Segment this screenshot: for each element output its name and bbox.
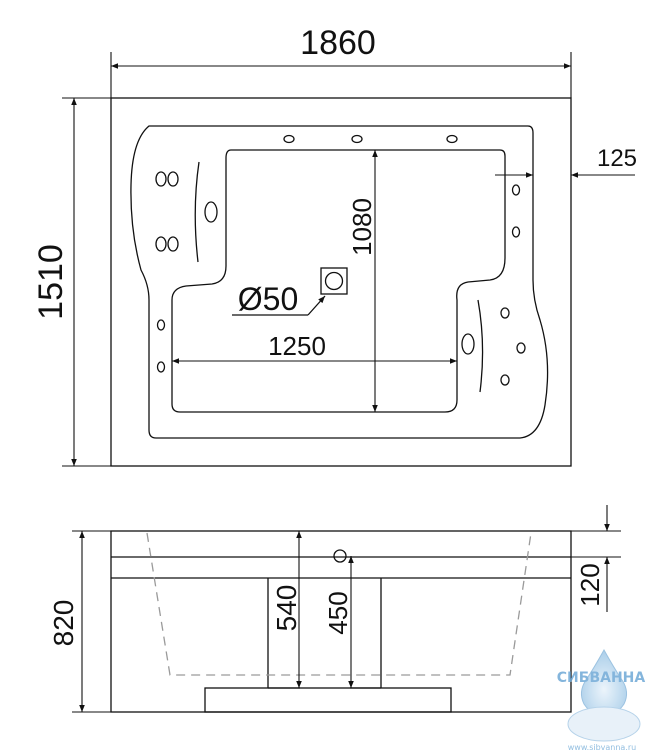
jet-left-pillow	[204, 201, 218, 223]
label-rim-height: 120	[575, 563, 605, 606]
jet-top-2	[351, 134, 363, 144]
jet-left-double-1b	[167, 171, 179, 187]
brand-watermark: СИБВАННА www.sibvanna.ru	[557, 648, 646, 752]
basin-outer-contour	[130, 125, 549, 439]
brand-url: www.sibvanna.ru	[568, 743, 637, 752]
jet-left-double-1a	[155, 171, 167, 187]
side-view-labels: 820 540 450 120	[48, 563, 605, 646]
jet-left-lower-1	[156, 319, 166, 331]
side-view-dimensions	[72, 505, 621, 713]
jet-top-1	[283, 134, 295, 144]
label-inner-width: 1080	[347, 198, 377, 256]
jet-left-double-2a	[155, 236, 167, 252]
jet-right-cluster-2	[516, 342, 526, 354]
left-headrest-curve	[194, 161, 200, 263]
jet-right-rim-2	[511, 226, 521, 238]
label-drain-height: 450	[323, 591, 353, 634]
label-depth-to-seat: 540	[271, 585, 302, 632]
jet-right-pillow	[461, 333, 475, 355]
basin-inner-contour	[171, 149, 506, 413]
side-view	[110, 530, 572, 713]
jet-right-cluster-3	[500, 374, 510, 386]
label-drain-diameter: Ø50	[238, 281, 298, 317]
brand-name: СИБВАННА	[557, 670, 646, 686]
label-rim-width: 125	[597, 145, 637, 172]
side-seat-block-right	[350, 578, 382, 689]
side-seat-block-left	[267, 578, 300, 689]
label-overall-height: 820	[48, 600, 79, 647]
top-view	[110, 97, 572, 467]
label-overall-length: 1860	[300, 24, 376, 62]
drain-leader-arrow	[307, 295, 326, 316]
jet-right-cluster-1	[500, 307, 510, 319]
jet-left-lower-2	[156, 361, 166, 373]
jet-top-3	[446, 134, 458, 144]
jet-right-rim-1	[511, 184, 521, 196]
jet-left-double-2b	[167, 236, 179, 252]
top-view-dimensions	[62, 52, 635, 467]
drain-square	[320, 267, 348, 295]
bathtub-logo-icon	[567, 706, 641, 742]
right-headrest-curve	[477, 299, 484, 393]
tub-outer-frame	[110, 97, 572, 467]
side-base	[204, 687, 452, 713]
overflow-circle	[333, 549, 347, 563]
side-basin-dashed-profile	[146, 532, 532, 676]
drain-circle	[324, 271, 344, 291]
top-view-labels: 1860 1510 1080 1250 125 Ø50	[32, 24, 637, 361]
label-inner-length: 1250	[268, 331, 326, 361]
label-overall-width: 1510	[32, 244, 70, 320]
